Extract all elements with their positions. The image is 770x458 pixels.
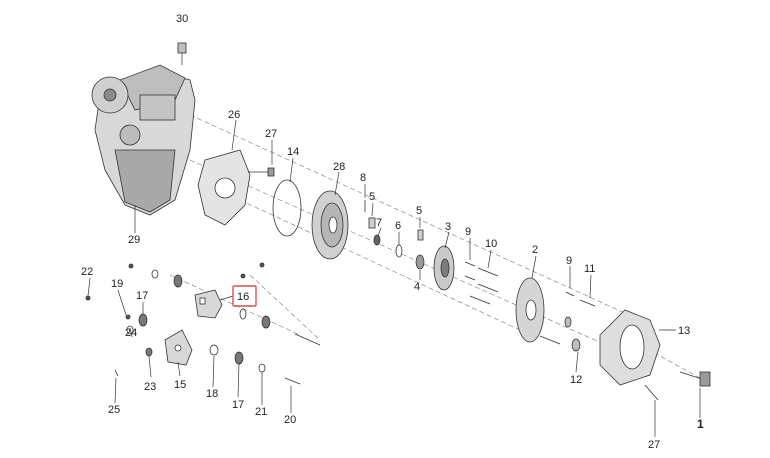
mount-bracket-15 [164, 329, 193, 366]
callout-17-upper: 17 [136, 290, 148, 302]
callout-25: 25 [108, 404, 120, 416]
callout-10: 10 [485, 238, 497, 250]
callout-21: 21 [255, 406, 267, 418]
callout-14: 14 [287, 146, 299, 158]
callout-8: 8 [360, 172, 366, 184]
bolts-9-11-12 [539, 291, 596, 352]
callout-16: 16 [237, 291, 249, 303]
callout-26: 26 [228, 109, 240, 121]
callout-29: 29 [128, 234, 140, 246]
bolt-30 [177, 42, 187, 54]
callout-5-lower: 5 [416, 205, 422, 217]
callout-7: 7 [376, 217, 382, 229]
callout-11: 11 [584, 263, 595, 275]
callout-labels: 30 26 27 14 28 8 5 7 6 5 3 4 9 10 2 9 11… [81, 13, 704, 451]
callout-24: 24 [125, 327, 137, 339]
callout-6: 6 [395, 220, 401, 232]
adapter-plate-26 [197, 149, 251, 226]
callout-20: 20 [284, 414, 296, 426]
callout-30: 30 [176, 13, 188, 25]
bolt-27-upper [248, 167, 275, 177]
callout-1: 1 [697, 417, 704, 431]
callout-12: 12 [570, 374, 582, 386]
bolt-27-lower [644, 384, 659, 401]
callout-3: 3 [445, 221, 451, 233]
o-ring-14 [272, 179, 302, 237]
callout-9-upper: 9 [465, 226, 471, 238]
small-parts-group-upper [364, 200, 425, 270]
callout-15: 15 [174, 379, 186, 391]
callout-17-lower: 17 [232, 399, 244, 411]
drive-plate-2 [515, 277, 545, 343]
callout-23: 23 [144, 381, 156, 393]
bell-housing-13 [599, 309, 661, 386]
callout-28: 28 [333, 161, 345, 173]
callout-18: 18 [206, 388, 218, 400]
highlight-box-16 [232, 285, 257, 307]
callout-9-lower: 9 [566, 255, 572, 267]
callout-27-lower: 27 [648, 439, 660, 451]
callout-2: 2 [532, 244, 538, 256]
callout-5-upper: 5 [369, 191, 375, 203]
flywheel-28 [311, 190, 349, 260]
mount-bracket-16 [194, 289, 223, 319]
bolts-9-10 [464, 261, 499, 305]
callout-27-upper: 27 [265, 128, 277, 140]
shaft-1 [679, 371, 711, 418]
callout-13: 13 [678, 325, 690, 337]
coupling-3 [433, 245, 455, 291]
callout-4: 4 [414, 281, 420, 293]
callout-22: 22 [81, 266, 93, 278]
callout-19: 19 [111, 278, 123, 290]
engine-assembly [91, 48, 196, 216]
callout-leader-lines [87, 119, 676, 437]
